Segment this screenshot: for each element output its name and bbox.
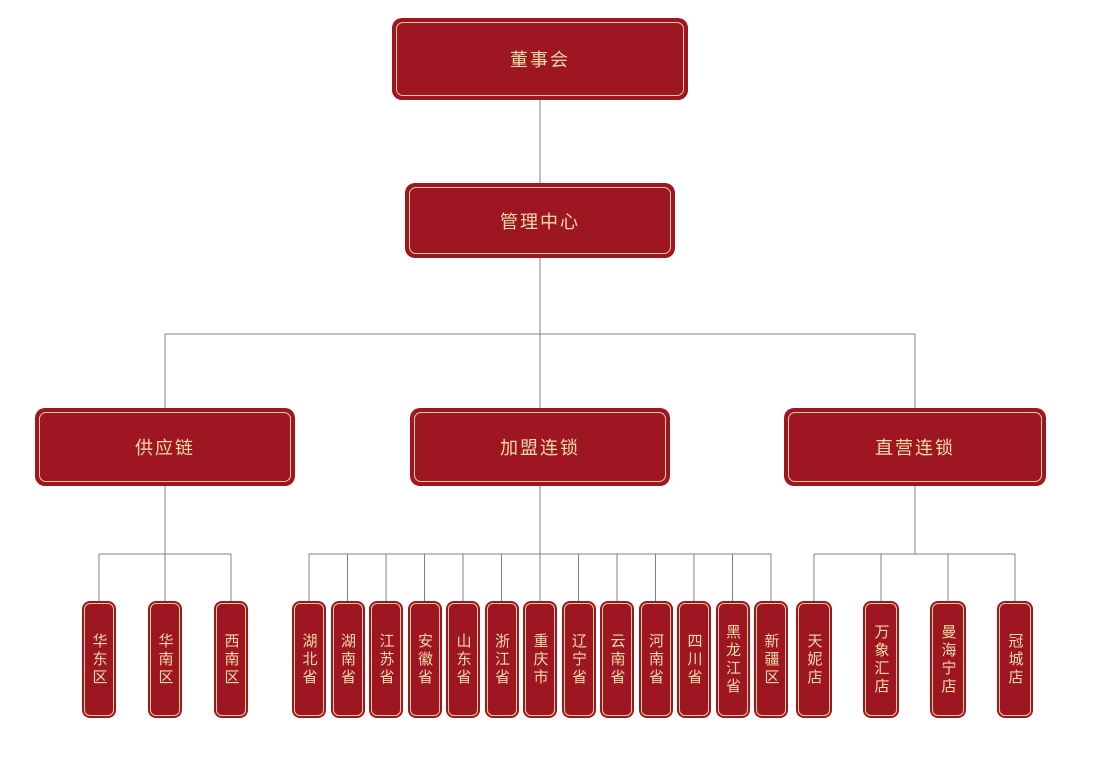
org-leaf-label: 湖北省 xyxy=(300,632,318,687)
org-leaf-label: 华南区 xyxy=(156,632,174,687)
org-leaf: 浙江省 xyxy=(484,601,519,718)
org-leaf: 湖南省 xyxy=(330,601,365,718)
node-franchise-chain-label: 加盟连锁 xyxy=(500,438,580,458)
org-leaf-label: 河南省 xyxy=(647,632,664,687)
org-leaf: 曼海宁店 xyxy=(930,601,966,718)
org-leaf: 湖北省 xyxy=(292,601,326,718)
org-leaf-label: 山东省 xyxy=(454,632,472,687)
org-leaf: 山东省 xyxy=(446,601,480,718)
org-leaf-label: 华东区 xyxy=(90,632,108,687)
org-leaf-label: 曼海宁店 xyxy=(939,623,957,696)
org-leaf: 安徽省 xyxy=(407,601,442,718)
org-leaf: 云南省 xyxy=(600,601,634,718)
node-supply-chain: 供应链 xyxy=(35,408,295,486)
node-board: 董事会 xyxy=(392,18,688,100)
org-leaf-label: 天妮店 xyxy=(805,632,823,687)
org-leaf: 黑龙江省 xyxy=(715,601,750,718)
org-leaf-label: 云南省 xyxy=(608,632,626,687)
org-leaf-label: 西南区 xyxy=(222,632,240,687)
org-leaf: 西南区 xyxy=(214,601,248,718)
node-franchise-chain: 加盟连锁 xyxy=(410,408,670,486)
org-leaf-label: 黑龙江省 xyxy=(724,623,741,696)
org-leaf-label: 冠城店 xyxy=(1006,632,1024,687)
node-management-center: 管理中心 xyxy=(405,183,675,258)
org-leaf: 华南区 xyxy=(148,601,182,718)
node-board-label: 董事会 xyxy=(510,50,570,70)
org-leaf: 天妮店 xyxy=(796,601,832,718)
org-leaf: 华东区 xyxy=(82,601,116,718)
org-leaf-label: 浙江省 xyxy=(493,632,510,687)
org-leaf-label: 万象汇店 xyxy=(872,623,890,696)
org-leaf: 辽宁省 xyxy=(561,601,596,718)
node-management-center-label: 管理中心 xyxy=(500,211,580,232)
org-leaf: 重庆市 xyxy=(523,601,557,718)
node-direct-chain-label: 直营连锁 xyxy=(875,438,955,458)
org-leaf-label: 辽宁省 xyxy=(570,632,587,687)
node-supply-chain-label: 供应链 xyxy=(135,438,195,458)
org-leaf: 江苏省 xyxy=(369,601,403,718)
org-leaf: 冠城店 xyxy=(997,601,1033,718)
org-leaf-label: 四川省 xyxy=(685,632,703,687)
org-leaf: 万象汇店 xyxy=(863,601,899,718)
org-leaf-label: 江苏省 xyxy=(377,632,395,687)
org-leaf: 河南省 xyxy=(638,601,673,718)
org-leaf: 新疆区 xyxy=(754,601,788,718)
node-direct-chain: 直营连锁 xyxy=(784,408,1046,486)
org-leaf-label: 安徽省 xyxy=(416,632,433,687)
org-leaf-label: 重庆市 xyxy=(531,632,549,687)
org-leaf: 四川省 xyxy=(677,601,711,718)
org-leaf-label: 新疆区 xyxy=(762,632,780,687)
org-leaf-label: 湖南省 xyxy=(339,632,356,687)
